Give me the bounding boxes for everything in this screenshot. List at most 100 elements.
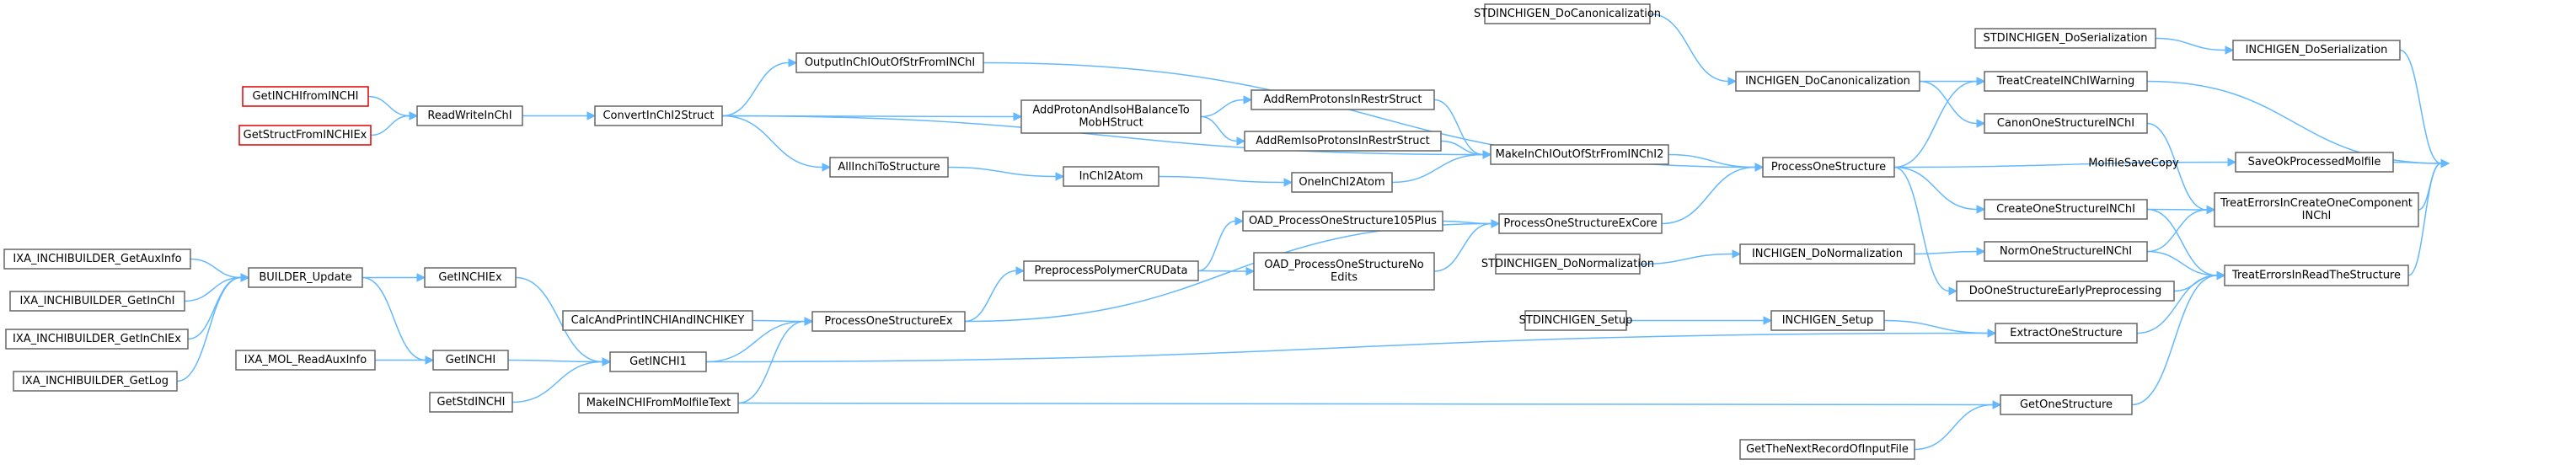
node-label: BUILDER_Update [259,271,351,284]
node-label: INCHIGEN_DoCanonicalization [1745,75,1910,88]
node-GetINCHI[interactable]: GetINCHI [432,350,509,371]
edge-line [1391,153,1484,184]
edge-BUILDER_Update-to-GetINCHIEx [361,273,426,282]
node-MakeINCHIFromMolfileText[interactable]: MakeINCHIFromMolfileText [578,393,739,414]
node-CreateOneStructureINChI[interactable]: CreateOneStructureINChI [1984,199,2148,220]
node-box [1739,439,1915,460]
node-label: GetINCHI [446,354,495,366]
node-GetStdINCHI[interactable]: GetStdINCHI [429,392,513,413]
node-IXA_INCHIBUILDER_GetInChIEx[interactable]: IXA_INCHIBUILDER_GetInChIEx [5,329,189,350]
node-AddRemProtonsInRestrStruct[interactable]: AddRemProtonsInRestrStruct [1251,89,1435,110]
node-STDINCHIGEN_Setup[interactable]: STDINCHIGEN_Setup [1519,310,1633,331]
node-ProcessOneStructure[interactable]: ProcessOneStructure [1762,157,1895,178]
node-label: STDINCHIGEN_DoNormalization [1481,258,1654,270]
node-ConvertInChI2Struct[interactable]: ConvertInChI2Struct [594,105,723,126]
node-IXA_INCHIBUILDER_GetAuxInfo[interactable]: IXA_INCHIBUILDER_GetAuxInfo [3,249,191,270]
edge-line [2131,275,2218,406]
node-ProcessOneStructureEx[interactable]: ProcessOneStructureEx [811,311,966,332]
node-IXA_INCHIBUILDER_GetInChI[interactable]: IXA_INCHIBUILDER_GetInChI [9,291,185,312]
edge-MakeINCHIFromMolfileText-to-GetOneStructure [737,400,2002,409]
node-STDINCHIGEN_DoCanonicalization[interactable]: STDINCHIGEN_DoCanonicalization [1474,3,1661,24]
node-box [1762,157,1895,178]
node-label: AddProtonAndIsoHBalanceTo [1032,104,1189,117]
edge-InChI2Atom-to-OneInChI2Atom [1158,175,1293,187]
node-GetOneStructure[interactable]: GetOneStructure [2000,394,2133,415]
node-GetINCHIfromINCHI[interactable]: GetINCHIfromINCHI [242,86,369,107]
edge-arrowhead [788,58,798,67]
edge-line [1668,153,1756,168]
edge-arrowhead [1283,178,1293,187]
edge-line [2136,275,2218,334]
node-root[interactable]: MolfileSaveCopy [2088,158,2179,170]
edge-AddProtonAndIsoHBalanceToMobHStruct-to-AddRemProtonsInRestrStruct [1200,95,1253,118]
node-INCHIGEN_DoNormalization[interactable]: INCHIGEN_DoNormalization [1739,243,1915,265]
edge-arrowhead [1015,266,1026,275]
node-GetStructFromINCHIEx[interactable]: GetStructFromINCHIEx [238,125,372,146]
node-box [1984,241,2148,262]
edge-AllInchiToStructure-to-InChI2Atom [947,166,1065,181]
edge-line [1433,99,1484,156]
node-NormOneStructureINChI[interactable]: NormOneStructureINChI [1984,241,2148,262]
node-SaveOkProcessedMolfile[interactable]: SaveOkProcessedMolfile [2235,152,2394,173]
edge-ProcessOneStructure-to-TreatCreateINChIWarning [1893,77,1986,168]
node-IXA_MOL_ReadAuxInfo[interactable]: IXA_MOL_ReadAuxInfo [235,350,376,371]
node-BUILDER_Update[interactable]: BUILDER_Update [248,267,363,288]
edge-TreatErrorsInReadTheStructure-to-root [2407,158,2450,276]
node-GetINCHIEx[interactable]: GetINCHIEx [424,267,517,288]
node-OutputInChIOutOfStrFromINChI[interactable]: OutputInChIOutOfStrFromINChI [795,52,984,73]
node-INCHIGEN_DoCanonicalization[interactable]: INCHIGEN_DoCanonicalization [1735,71,1920,92]
node-INCHIGEN_DoSerialization[interactable]: INCHIGEN_DoSerialization [2232,40,2401,61]
node-box [1995,323,2138,344]
node-OneInChI2Atom[interactable]: OneInChI2Atom [1291,172,1393,193]
node-MakeInChIOutOfStrFromINChI2[interactable]: MakeInChIOutOfStrFromINChI2 [1490,144,1669,165]
node-ExtractOneStructure[interactable]: ExtractOneStructure [1995,323,2138,344]
node-TreatErrorsInReadTheStructure[interactable]: TreatErrorsInReadTheStructure [2224,265,2409,286]
node-box [594,105,723,126]
node-PreprocessPolymerCRUData[interactable]: PreprocessPolymerCRUData [1023,260,1199,281]
node-AddRemIsoProtonsInRestrStruct[interactable]: AddRemIsoProtonsInRestrStruct [1244,131,1442,152]
edge-line [721,115,1484,156]
edge-GetStdINCHI-to-GetINCHI1 [511,357,612,404]
node-label: ConvertInChI2Struct [602,110,714,122]
edge-line [1158,175,1285,184]
node-CanonOneStructureINChI[interactable]: CanonOneStructureINChI [1984,113,2148,134]
node-OAD_ProcessOneStructure105Plus[interactable]: OAD_ProcessOneStructure105Plus [1242,211,1443,232]
node-CalcAndPrintINCHIAndINCHIKEY[interactable]: CalcAndPrintINCHIAndINCHIKEY [562,310,753,331]
node-STDINCHIGEN_DoSerialization[interactable]: STDINCHIGEN_DoSerialization [1974,28,2156,49]
node-box [248,267,363,288]
node-label: TreatErrorsInReadTheStructure [2231,270,2401,282]
edge-arrowhead [1976,205,1986,214]
node-ProcessOneStructureExCore[interactable]: ProcessOneStructureExCore [1498,213,1663,234]
edges-layer [176,13,2450,451]
edge-line [2155,37,2226,51]
node-ReadWriteInChI[interactable]: ReadWriteInChI [416,105,523,126]
edge-INCHIGEN_DoNormalization-to-NormOneStructureINChI [1914,247,1986,256]
node-INCHIGEN_Setup[interactable]: INCHIGEN_Setup [1770,310,1885,331]
node-label: NormOneStructureINChI [2000,245,2132,258]
node-label: CanonOneStructureINChI [1997,117,2134,130]
node-STDINCHIGEN_DoNormalization[interactable]: STDINCHIGEN_DoNormalization [1481,254,1654,275]
edge-arrowhead [822,163,832,172]
node-InChI2Atom[interactable]: InChI2Atom [1063,166,1159,187]
edge-NormOneStructureINChI-to-TreatErrorsInCreateOneComponentINChI [2146,205,2216,253]
node-TreatCreateINChIWarning[interactable]: TreatCreateINChIWarning [1984,71,2148,92]
node-DoOneStructureEarlyPreprocessing[interactable]: DoOneStructureEarlyPreprocessing [1956,281,2175,302]
node-label: OneInChI2Atom [1299,176,1384,189]
node-IXA_INCHIBUILDER_GetLog[interactable]: IXA_INCHIBUILDER_GetLog [13,371,178,392]
node-label: PreprocessPolymerCRUData [1035,265,1188,277]
edge-line [1893,166,1950,292]
edge-TreatErrorsInCreateOneComponentINChI-to-root [2418,158,2450,211]
node-box [1956,281,2175,302]
node-AllInchiToStructure[interactable]: AllInchiToStructure [829,157,949,178]
edge-arrowhead [1243,95,1253,104]
node-GetTheNextRecordOfInputFile[interactable]: GetTheNextRecordOfInputFile [1739,439,1915,460]
node-GetINCHI1[interactable]: GetINCHI1 [609,351,707,372]
edge-MakeInChIOutOfStrFromINChI2-to-ProcessOneStructure [1668,153,1765,172]
edge-line [1639,253,1733,265]
edge-line [515,276,603,363]
node-label: DoOneStructureEarlyPreprocessing [1969,285,2161,297]
node-label: AddRemIsoProtonsInRestrStruct [1256,135,1429,147]
